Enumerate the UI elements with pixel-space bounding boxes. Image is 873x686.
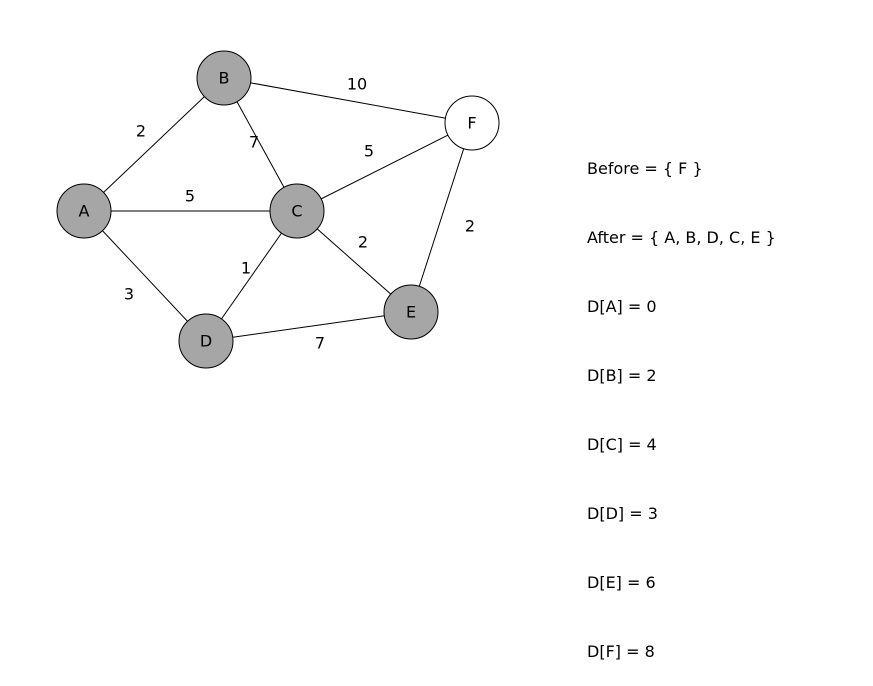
node-label-e: E <box>406 303 416 322</box>
after-set: After = { A, B, D, C, E } <box>587 228 776 247</box>
edge-a-b <box>83 77 225 212</box>
edge-d-e <box>205 311 412 342</box>
node-e: E <box>383 284 439 340</box>
node-d: D <box>178 313 234 369</box>
edge-weight-a-c: 5 <box>185 187 195 206</box>
edge-e-f <box>410 122 473 313</box>
edge-a-d <box>83 210 207 342</box>
edge-weight-a-b: 2 <box>136 122 146 141</box>
edge-weight-c-f: 5 <box>364 142 374 161</box>
edge-weight-b-c: 7 <box>249 133 259 152</box>
node-b: B <box>196 50 252 106</box>
edge-weight-c-e: 2 <box>358 233 368 252</box>
edge-weight-a-d: 3 <box>124 285 134 304</box>
distance-f: D[F] = 8 <box>587 642 655 661</box>
edge-c-f <box>296 122 473 212</box>
distance-e: D[E] = 6 <box>587 573 656 592</box>
node-label-f: F <box>467 114 476 133</box>
node-label-c: C <box>291 202 302 221</box>
distance-c: D[C] = 4 <box>587 435 657 454</box>
node-label-d: D <box>200 332 212 351</box>
node-a: A <box>56 183 112 239</box>
node-circle-e <box>383 284 439 340</box>
node-circle-f <box>444 95 500 151</box>
edge-weight-c-d: 1 <box>241 259 251 278</box>
node-c: C <box>269 183 325 239</box>
distance-d: D[D] = 3 <box>587 504 658 523</box>
edge-weight-e-f: 2 <box>465 217 475 236</box>
edge-weight-d-e: 7 <box>315 334 325 353</box>
edge-b-f <box>223 77 473 124</box>
before-set: Before = { F } <box>587 159 703 178</box>
node-label-b: B <box>219 69 230 88</box>
node-label-a: A <box>79 202 90 221</box>
status-panel: Before = { F } After = { A, B, D, C, E }… <box>587 111 776 686</box>
nodes-layer: A B C D E F <box>56 50 500 369</box>
node-f: F <box>444 95 500 151</box>
distance-b: D[B] = 2 <box>587 366 657 385</box>
node-circle-c <box>269 183 325 239</box>
edge-weight-b-f: 10 <box>347 75 367 94</box>
node-circle-d <box>178 313 234 369</box>
distance-a: D[A] = 0 <box>587 297 657 316</box>
node-circle-a <box>56 183 112 239</box>
node-circle-b <box>196 50 252 106</box>
